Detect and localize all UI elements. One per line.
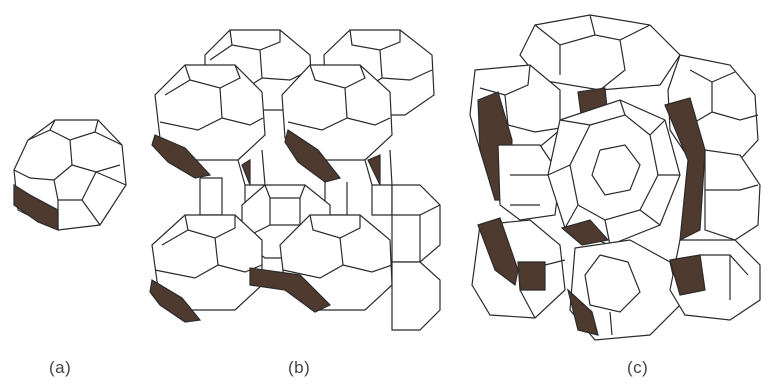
panel-b-label: (b) [288,358,310,378]
panel-c-faujasite-framework [470,15,760,340]
panel-c-label: (c) [627,358,648,378]
panel-a-label: (a) [49,358,71,378]
panel-b-sodalite-framework [150,30,440,330]
panel-a-sodalite-cage [14,120,126,230]
